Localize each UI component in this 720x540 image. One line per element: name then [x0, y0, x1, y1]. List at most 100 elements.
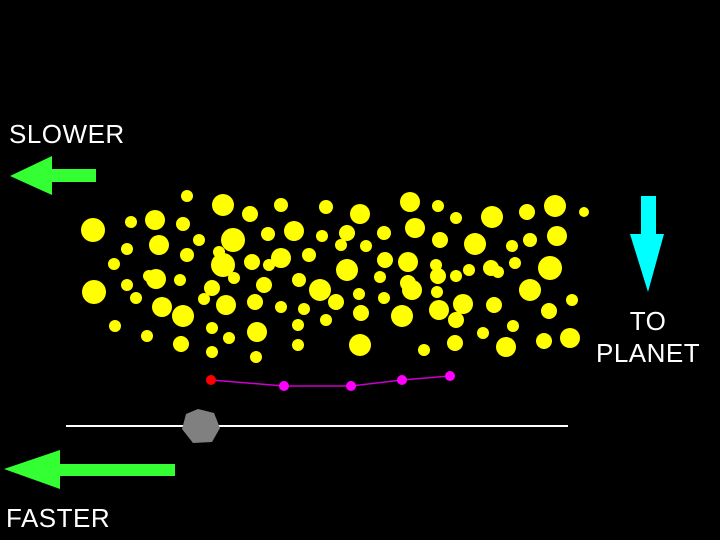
- particle: [560, 328, 580, 348]
- particle: [309, 279, 331, 301]
- particle: [519, 204, 535, 220]
- particle: [544, 195, 566, 217]
- particle: [121, 279, 133, 291]
- particle: [292, 339, 304, 351]
- trajectory-point: [279, 381, 289, 391]
- particle: [247, 322, 267, 342]
- particle: [336, 259, 358, 281]
- particle: [400, 192, 420, 212]
- particle: [447, 335, 463, 351]
- particle: [350, 204, 370, 224]
- particle: [121, 243, 133, 255]
- particle: [431, 286, 443, 298]
- particle: [402, 280, 422, 300]
- particle: [328, 294, 344, 310]
- particle: [206, 346, 218, 358]
- particle: [145, 210, 165, 230]
- trajectory-point: [397, 375, 407, 385]
- particle: [450, 212, 462, 224]
- particle: [247, 294, 263, 310]
- particle: [173, 336, 189, 352]
- particle: [244, 254, 260, 270]
- particle: [430, 268, 446, 284]
- particle: [353, 305, 369, 321]
- particle: [130, 292, 142, 304]
- particle: [450, 270, 462, 282]
- particle: [81, 218, 105, 242]
- particle: [481, 206, 503, 228]
- trajectory-point: [346, 381, 356, 391]
- particle: [506, 240, 518, 252]
- particle: [216, 295, 236, 315]
- particle: [405, 218, 425, 238]
- particle: [108, 258, 120, 270]
- particle: [519, 279, 541, 301]
- particle: [298, 303, 310, 315]
- particle: [320, 314, 332, 326]
- particle: [448, 312, 464, 328]
- particle-cloud: [81, 190, 589, 363]
- particle: [292, 319, 304, 331]
- to-planet-label-line1: TO: [629, 306, 667, 336]
- particle: [172, 305, 194, 327]
- particle: [180, 248, 194, 262]
- particle: [523, 233, 537, 247]
- particle: [176, 217, 190, 231]
- particle: [374, 271, 386, 283]
- particle: [223, 332, 235, 344]
- to-planet-label: TO PLANET: [596, 305, 700, 369]
- particle: [541, 303, 557, 319]
- moving-body: [182, 409, 220, 443]
- particle: [292, 273, 306, 287]
- particle: [353, 288, 365, 300]
- particle: [430, 259, 442, 271]
- faster-arrow-icon: [4, 450, 175, 489]
- faster-label: FASTER: [6, 503, 111, 533]
- particle: [174, 274, 186, 286]
- particle: [109, 320, 121, 332]
- trajectory-point: [445, 371, 455, 381]
- particle: [263, 259, 275, 271]
- particle: [536, 333, 552, 349]
- particle: [228, 272, 240, 284]
- particle: [453, 294, 473, 314]
- particle: [464, 233, 486, 255]
- particle: [477, 327, 489, 339]
- particle: [141, 330, 153, 342]
- particle: [418, 344, 430, 356]
- particle: [335, 239, 347, 251]
- particle: [211, 253, 235, 277]
- particle: [271, 248, 291, 268]
- particle: [492, 266, 504, 278]
- particle: [486, 297, 502, 313]
- particle: [146, 269, 166, 289]
- particle: [509, 257, 521, 269]
- particle: [432, 232, 448, 248]
- particle: [391, 305, 413, 327]
- to-planet-label-line2: PLANET: [596, 338, 701, 368]
- particle: [82, 280, 106, 304]
- particle: [378, 292, 390, 304]
- particle: [507, 320, 519, 332]
- particle: [152, 297, 172, 317]
- particle: [302, 248, 316, 262]
- particle: [339, 225, 355, 241]
- to-planet-arrow-icon: [630, 196, 664, 292]
- slower-label: SLOWER: [9, 119, 125, 149]
- particle: [261, 227, 275, 241]
- particle: [579, 207, 589, 217]
- particle: [538, 256, 562, 280]
- particle: [547, 226, 567, 246]
- particle: [206, 322, 218, 334]
- particle: [256, 277, 272, 293]
- particle: [212, 194, 234, 216]
- particle: [566, 294, 578, 306]
- particle: [198, 293, 210, 305]
- particle: [181, 190, 193, 202]
- particle: [125, 216, 137, 228]
- particle: [319, 200, 333, 214]
- slower-arrow-icon: [10, 156, 96, 195]
- particle: [221, 228, 245, 252]
